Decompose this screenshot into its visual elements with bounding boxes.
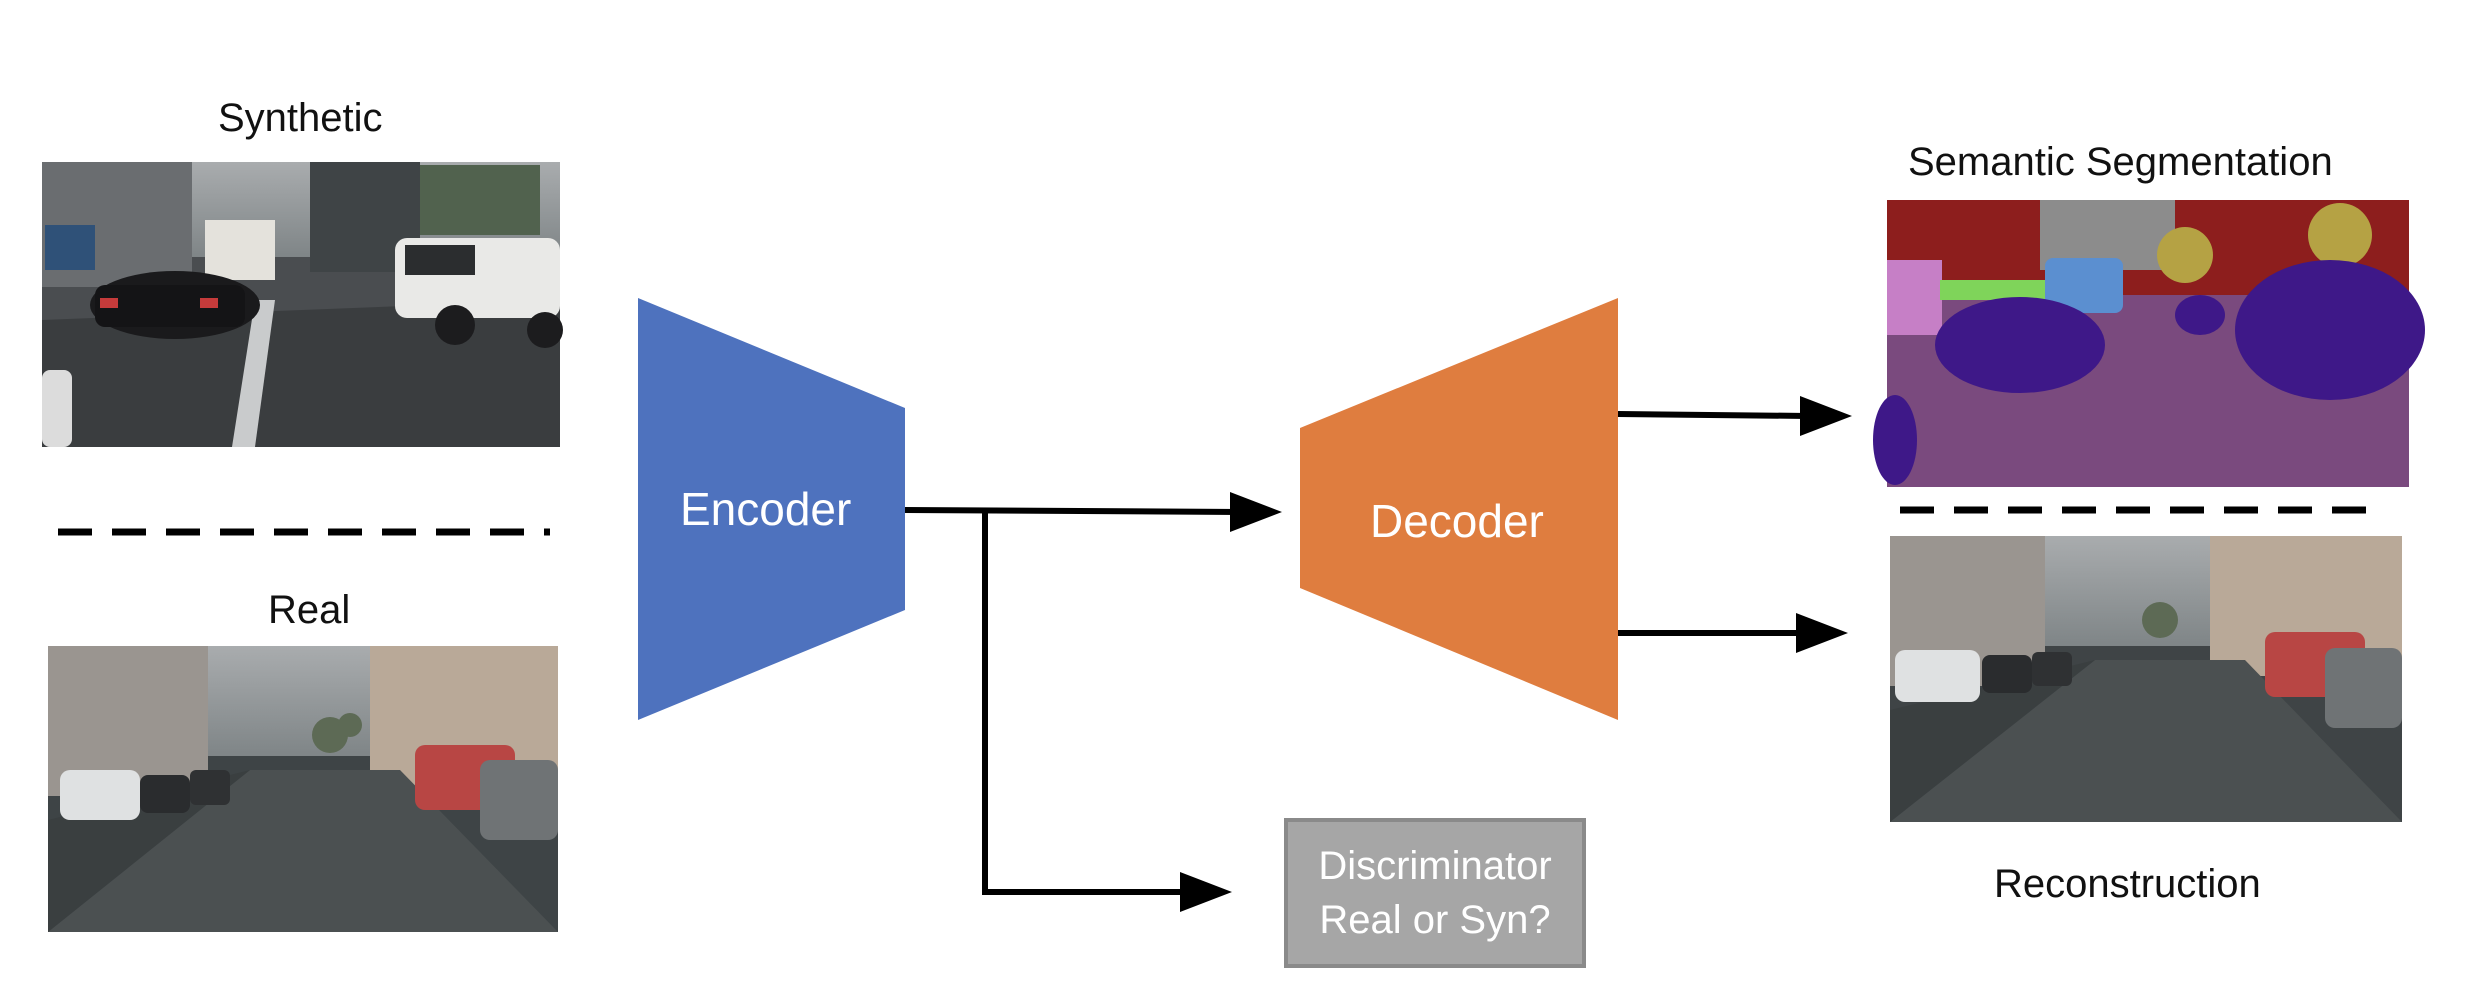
encoder-label: Encoder (680, 483, 852, 535)
segmentation-image (1873, 200, 2425, 487)
arrowhead-decoder (1230, 492, 1282, 532)
decoder-block (1300, 298, 1618, 720)
real-label: Real (268, 588, 351, 632)
discriminator-title: Discriminator (1318, 844, 1552, 888)
semantic-segmentation-label: Semantic Segmentation (1908, 140, 2333, 184)
arrowhead-segmentation (1800, 396, 1852, 436)
arrow-to-segmentation (1617, 411, 1809, 419)
discriminator-question: Real or Syn? (1319, 898, 1551, 942)
arrow-encoder-to-decoder (904, 507, 1241, 515)
arrows (904, 396, 1852, 912)
synthetic-label: Synthetic (218, 96, 383, 140)
reconstruction-image (1890, 536, 2402, 822)
real-image (48, 646, 558, 932)
synthetic-image (42, 162, 563, 447)
encoder-block (638, 298, 905, 720)
discriminator-box: Discriminator Real or Syn? (1284, 818, 1586, 968)
arrowhead-discriminator (1180, 872, 1232, 912)
reconstruction-label: Reconstruction (1994, 862, 2261, 906)
decoder-label: Decoder (1370, 495, 1544, 547)
arrowhead-reconstruction (1796, 613, 1848, 653)
